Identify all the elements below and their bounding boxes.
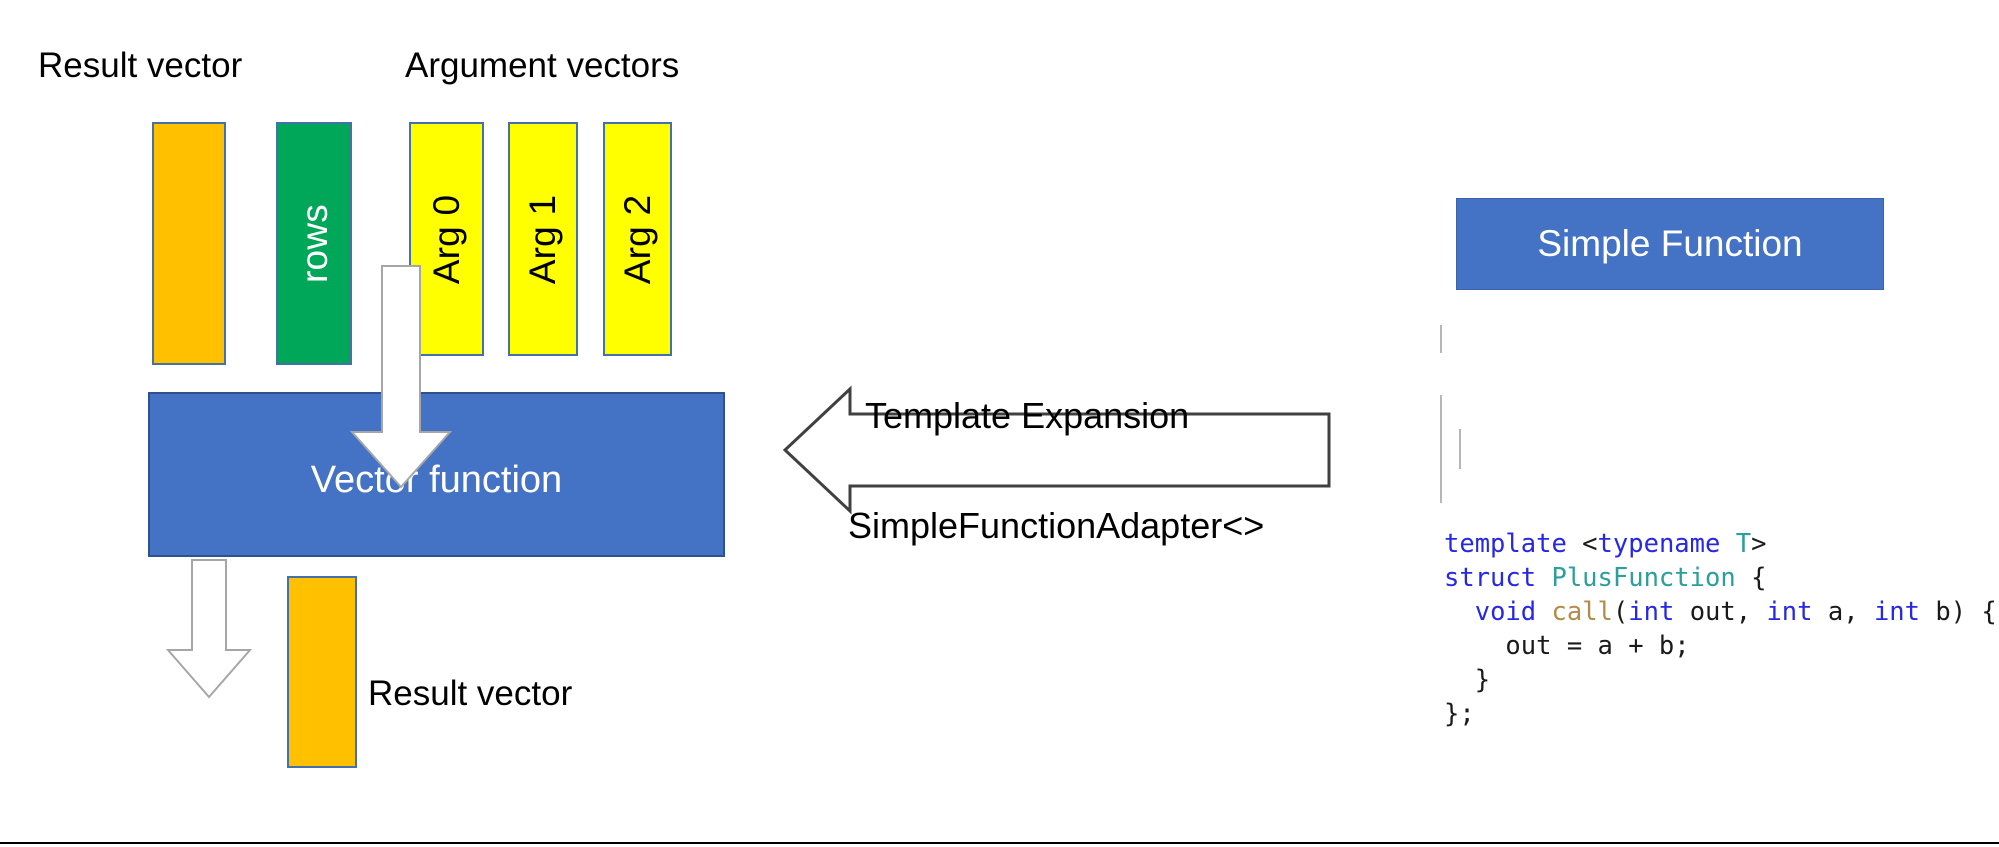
code-indent-guide-0 <box>1440 325 1442 353</box>
bar-rows-label: rows <box>293 204 335 283</box>
code-token: void <box>1474 597 1552 627</box>
code-token: call <box>1551 597 1613 627</box>
code-token: b) { <box>1935 597 1997 627</box>
code-token: T <box>1735 529 1752 559</box>
code-token: out, <box>1689 597 1767 627</box>
code-line: out = a + b; <box>1444 629 1997 663</box>
label-template-expansion: Template Expansion <box>865 395 1190 436</box>
code-token: PlusFunction <box>1551 563 1752 593</box>
code-token: int <box>1628 597 1690 627</box>
bottom-divider <box>0 842 1999 844</box>
code-token: a, <box>1827 597 1874 627</box>
simple-function-banner: Simple Function <box>1456 198 1884 290</box>
code-lines: template <typename T>struct PlusFunction… <box>1444 495 1997 731</box>
code-line: template <typename T> <box>1444 527 1997 561</box>
bar-arg-2: Arg 2 <box>603 122 672 356</box>
bar-arg-1-label: Arg 1 <box>522 194 564 284</box>
code-token: template <box>1444 529 1583 559</box>
label-result-vector-output: Result vector <box>368 674 573 713</box>
code-token: }; <box>1444 699 1475 729</box>
code-token: struct <box>1444 563 1552 593</box>
code-line: struct PlusFunction { <box>1444 561 1997 595</box>
code-token: { <box>1751 563 1767 593</box>
bar-arg-1: Arg 1 <box>508 122 578 356</box>
code-token: int <box>1873 597 1936 627</box>
code-token: ( <box>1612 597 1629 627</box>
code-token: > <box>1751 529 1767 559</box>
bar-arg-2-label: Arg 2 <box>617 194 658 284</box>
code-indent-guide-2 <box>1459 429 1461 469</box>
code-block: template <typename T>struct PlusFunction… <box>1440 325 1997 799</box>
code-token: out = a + b; <box>1444 631 1690 661</box>
label-result-vector-top: Result vector <box>38 46 243 85</box>
code-line: } <box>1444 663 1997 697</box>
bar-arg-0: Arg 0 <box>409 122 484 356</box>
code-token: < <box>1582 529 1598 559</box>
code-indent-guide-1 <box>1440 395 1442 503</box>
code-line: }; <box>1444 697 1997 731</box>
bar-result-vector-output <box>287 576 357 768</box>
bar-result-vector-input <box>152 122 226 365</box>
simple-function-banner-label: Simple Function <box>1537 223 1803 264</box>
code-line: void call(int out, int a, int b) { <box>1444 595 1997 629</box>
vector-function-box: Vector function <box>148 392 725 557</box>
code-token: int <box>1766 597 1828 627</box>
code-token: } <box>1444 665 1491 695</box>
bar-arg-0-label: Arg 0 <box>426 194 467 284</box>
vector-function-label: Vector function <box>310 459 563 501</box>
arrow-function-output <box>165 559 253 699</box>
label-argument-vectors: Argument vectors <box>405 46 680 85</box>
label-simple-function-adapter: SimpleFunctionAdapter<> <box>848 505 1265 546</box>
bar-rows: rows <box>276 122 352 365</box>
code-token: typename <box>1597 529 1736 559</box>
code-token <box>1444 597 1475 627</box>
